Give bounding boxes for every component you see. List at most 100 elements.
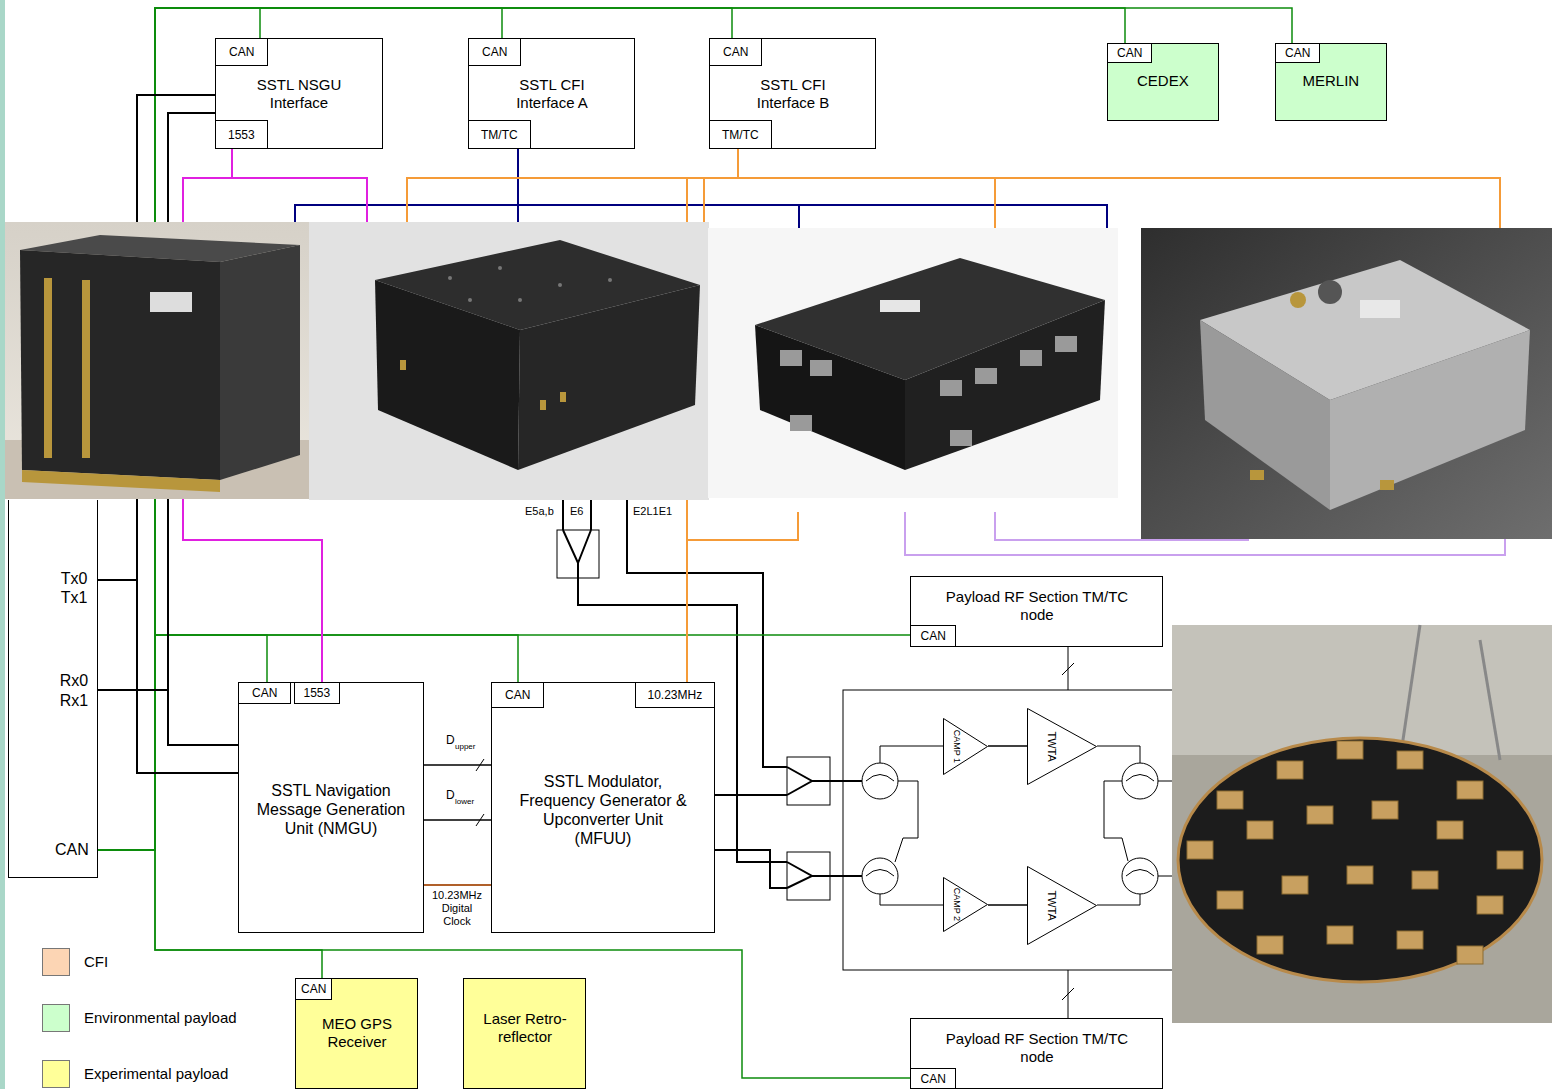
- rf-section-outline: [1062, 663, 1074, 675]
- rf-section-outline: [843, 647, 1183, 1018]
- interface-box: SSTL NSGU InterfaceCAN1553: [215, 38, 383, 149]
- rf-section-outline: [1104, 781, 1128, 861]
- cfi-bus: [687, 512, 798, 540]
- rf-signal-line: [557, 530, 599, 578]
- port-box: TM/TC: [709, 120, 772, 149]
- mfuu-photo: [950, 430, 972, 446]
- port-box: CAN: [1107, 43, 1152, 63]
- rf-section-outline: [1122, 763, 1158, 799]
- amplifier-shape: [1028, 709, 1097, 785]
- amplifier-shape: [1027, 866, 1097, 945]
- connector-line: [424, 884, 491, 886]
- unit-name: CEDEX: [1137, 72, 1189, 90]
- rf-signal-line: [562, 500, 564, 530]
- connector: [424, 765, 491, 766]
- tmtc-node-box: Payload RF Section TM/TC nodeCAN: [910, 1018, 1163, 1089]
- antenna-photo: [1187, 741, 1523, 964]
- antenna-photo: [1397, 751, 1423, 769]
- interface-box: SSTL CFI Interface BCANTM/TC: [709, 38, 876, 149]
- port-box: CAN: [215, 38, 268, 66]
- mfuu-photo: [905, 300, 1105, 470]
- rf-section-outline: [862, 858, 898, 894]
- rf-signal-line: [787, 767, 812, 795]
- connector-line: [424, 764, 491, 766]
- port-name: CAN: [1285, 46, 1310, 60]
- antenna-photo: [1217, 791, 1243, 809]
- amplifier-shape: [944, 719, 988, 775]
- amplifier-name: CAMP 1: [951, 729, 962, 762]
- port-name: CAN: [1117, 46, 1142, 60]
- amplifier-name: CAMP 2: [951, 887, 962, 920]
- unit-name: MEO GPS Receiver: [301, 1015, 413, 1051]
- rf-section-outline: [843, 690, 1183, 970]
- connector-line: [988, 745, 1027, 747]
- port-name: CAN: [301, 982, 326, 996]
- rf-signal-line: [590, 500, 592, 530]
- antenna-photo: [1337, 741, 1363, 759]
- rf-signal-line: [812, 875, 862, 877]
- platform-box: Tx0 Tx1Rx0 Rx1CAN: [8, 500, 98, 878]
- antenna-photo: [1497, 851, 1523, 869]
- port-box: CAN: [468, 38, 521, 66]
- antenna-photo: [1172, 625, 1552, 1023]
- port-box: CAN: [709, 38, 762, 66]
- rf-signal-line: [715, 794, 787, 796]
- antenna-photo: [1477, 896, 1503, 914]
- mfuu-photo: [975, 368, 997, 384]
- mfuu-photo: [708, 228, 1118, 498]
- cfi-photo: [1360, 300, 1400, 318]
- port-box: CAN: [910, 625, 956, 647]
- amplifier-triangle: TWTA: [1027, 866, 1097, 945]
- port-name: 10.23MHz: [648, 688, 703, 702]
- nsgu-photo: [5, 222, 310, 499]
- nmgu-photo: [468, 298, 472, 302]
- rf-section-outline: [895, 781, 918, 862]
- rf-signal-line: [812, 780, 862, 782]
- legend-swatch: [42, 948, 70, 976]
- page-edge-band: [0, 0, 5, 1089]
- connector: [424, 820, 491, 821]
- port-name: CAN: [723, 45, 748, 59]
- connector-line: [988, 904, 1027, 906]
- cfi-photo: [1290, 292, 1306, 308]
- unit-name: SSTL NSGU Interface: [240, 76, 358, 112]
- legend-text: CFI: [84, 953, 108, 971]
- nsgu-photo: [5, 222, 310, 499]
- port-name: CAN: [482, 45, 507, 59]
- experiment-box: MEO GPS Receiver CAN: [295, 978, 418, 1089]
- rf-section-outline: [880, 894, 943, 905]
- unit-name: MERLIN: [1303, 72, 1360, 90]
- cfi-photo: [1141, 228, 1552, 539]
- amplifier-name: TWTA: [1045, 731, 1058, 761]
- legend-swatch: [42, 1004, 70, 1032]
- nsgu-photo: [82, 280, 90, 458]
- mfuu-photo: [780, 350, 802, 366]
- nsgu-photo: [220, 245, 300, 480]
- amplifier-shape: [944, 878, 988, 932]
- antenna-photo: [1397, 931, 1423, 949]
- antenna-photo: [1172, 625, 1552, 1023]
- unit-name: CAN: [55, 840, 89, 859]
- amplifier-triangle: CAMP 1: [943, 718, 988, 775]
- port-name: TM/TC: [722, 128, 759, 142]
- cfi-photo: [1318, 280, 1342, 304]
- amplifier-triangle: CAMP 2: [943, 877, 988, 932]
- connector: [988, 746, 1027, 747]
- amplifier-name: TWTA: [1045, 890, 1058, 920]
- port-name: CAN: [229, 45, 254, 59]
- unit-name: SSTL Navigation Message Generation Unit …: [251, 781, 411, 839]
- antenna-photo: [1412, 871, 1438, 889]
- signal-subscript: upper: [455, 742, 475, 752]
- nmgu-photo: [448, 276, 452, 280]
- unit-name: Laser Retro-reflector: [467, 1010, 583, 1046]
- rf-section-outline: [866, 775, 894, 782]
- signal-name: E5a,b: [525, 505, 554, 518]
- connector: [424, 885, 491, 886]
- nmgu-photo: [608, 278, 612, 282]
- mfuu-photo: [755, 325, 905, 470]
- payload-box: CEDEX CAN: [1107, 43, 1219, 121]
- legend-text: Experimental payload: [84, 1065, 228, 1083]
- unit-name: SSTL Modulator, Frequency Generator & Up…: [514, 772, 692, 849]
- port-name: CAN: [252, 686, 277, 700]
